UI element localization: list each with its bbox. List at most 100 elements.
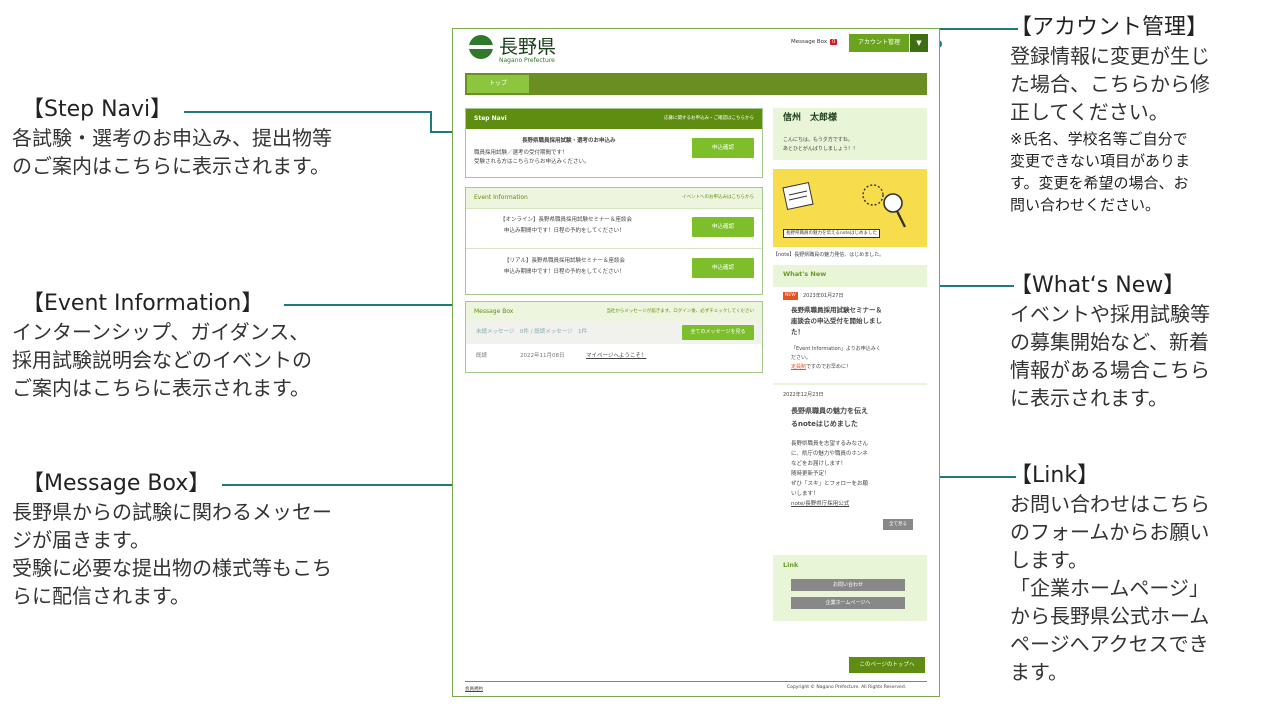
annotation-heading: 【Event Information】 — [22, 291, 264, 316]
news-title: 座談会の申込受付を開始しまし — [791, 317, 882, 325]
news-date: 2022年12月23日 — [783, 392, 824, 398]
panel-title: Event Information — [474, 194, 528, 201]
news-body: ぜひ「スキ」とフォローをお願 — [791, 481, 869, 487]
annotation-heading: 【Link】 — [1010, 463, 1100, 488]
annotation-text: 長野県からの試験に関わるメッセー — [12, 500, 332, 524]
news-body-text: ですのでお早めに！ — [806, 364, 852, 370]
banner-caption: 【note】長野県職員の魅力発信、はじめました。 — [773, 252, 885, 258]
contact-button[interactable]: お問い合わせ — [791, 579, 905, 591]
step-item-text: 職員採用試験／選考の受付期間です！ — [474, 150, 568, 156]
leader-line — [938, 28, 1018, 30]
annotation-text: ます。 — [1010, 660, 1068, 684]
note-link[interactable]: note/長野県庁採用公式 — [791, 501, 850, 507]
step-item-text: 受験される方はこちらからお申込みください。 — [474, 159, 590, 165]
message-counts-row: 未読メッセージ 0件 / 既読メッセージ 1件 全てのメッセージを見る — [466, 322, 762, 344]
annotation-text: 受験に必要な提出物の様式等もこち — [12, 556, 332, 580]
message-counts: 未読メッセージ 0件 / 既読メッセージ 1件 — [476, 329, 588, 335]
link-panel: Link お問い合わせ 企業ホームページへ — [773, 555, 927, 621]
annotation-text: 正してください。 — [1010, 100, 1169, 124]
news-item[interactable]: NEW 2023年01月27日 長野県職員採用試験セミナー＆ 座談会の申込受付を… — [773, 287, 927, 383]
site-logo[interactable]: 長野県 Nagano Prefecture — [469, 35, 557, 64]
tab-top[interactable]: トップ — [467, 75, 529, 93]
annotation-text: ページへアクセスでき — [1010, 632, 1209, 656]
event-apply-button[interactable]: 申込確認 — [692, 217, 754, 237]
annotation-text: 情報がある場合こちら — [1010, 358, 1210, 382]
leader-line — [222, 484, 464, 486]
step-apply-button[interactable]: 申込確認 — [692, 138, 754, 158]
newspaper-magnifier-icon — [782, 181, 907, 228]
annotation-text: 「企業ホームページ」 — [1010, 576, 1209, 600]
panel-subtitle: イベントへのお申込みはこちらから — [682, 195, 754, 200]
account-management-button[interactable]: アカウント管理 — [849, 34, 909, 52]
message-box-label: Message Box — [791, 39, 828, 45]
whats-new-panel: What's New NEW 2023年01月27日 長野県職員採用試験セミナー… — [773, 265, 927, 547]
event-desc: 申込み期間中です！日程の予約をしてください！ — [504, 269, 625, 275]
panel-header: Event Information イベントへのお申込みはこちらから — [466, 188, 762, 209]
news-body: などをお届けします！ — [791, 461, 847, 467]
annotation-text: お問い合わせはこちら — [1010, 492, 1210, 516]
panel-subtitle: 当社からメッセージが届きます。ログイン後、必ずチェックしてください — [606, 309, 754, 314]
copyright: Copyright © Nagano Prefecture. All Right… — [787, 685, 907, 690]
homepage-button[interactable]: 企業ホームページへ — [791, 597, 905, 609]
chevron-down-icon[interactable]: ▼ — [910, 34, 928, 52]
banner-label: 長野県職員の魅力を伝えるnoteはじめました — [783, 229, 881, 238]
news-body: 「Event Information」よりお申込みく — [791, 346, 881, 352]
news-item[interactable]: 2022年12月23日 長野県職員の魅力を伝え るnoteはじめました 長野県職… — [773, 385, 927, 547]
news-body: 随時更新予定！ — [791, 471, 830, 477]
message-count-badge: 0 — [830, 39, 838, 45]
annotation-note: ※氏名、学校名等ご自分で — [1010, 130, 1188, 148]
annotation-text: に表示されます。 — [1010, 386, 1168, 410]
note-banner[interactable]: 長野県職員の魅力を伝えるnoteはじめました — [773, 169, 927, 247]
user-greeting: あとひとがんばりしましょう！！ — [783, 146, 858, 152]
news-title: るnoteはじめました — [791, 420, 858, 428]
event-info-annotation: 【Event Information】 インターンシップ、ガイダンス、 採用試験… — [12, 290, 442, 402]
annotation-heading: 【Step Navi】 — [22, 97, 173, 122]
leader-line — [284, 304, 456, 306]
message-box-panel: Message Box 当社からメッセージが届きます。ログイン後、必ずチェックし… — [465, 301, 763, 373]
leader-line — [184, 111, 432, 113]
annotation-text: 採用試験説明会などのイベントの — [12, 348, 312, 372]
annotation-text: します。 — [1010, 548, 1088, 572]
logo-subtitle: Nagano Prefecture — [499, 57, 555, 64]
panel-header: Message Box 当社からメッセージが届きます。ログイン後、必ずチェックし… — [466, 302, 762, 323]
annotation-text: のご案内はこちらに表示されます。 — [12, 154, 330, 178]
annotation-text: から長野県公式ホーム — [1010, 604, 1210, 628]
prefecture-emblem-icon — [469, 35, 493, 59]
annotation-heading: 【アカウント管理】 — [1010, 15, 1209, 40]
panel-subtitle: 応募に関するお申込み・ご確認はこちらから — [664, 116, 754, 121]
annotation-note: 変更できない項目がありま — [1010, 152, 1191, 170]
message-date: 2022年11月08日 — [520, 353, 565, 359]
news-title: 長野県職員採用試験セミナー＆ — [791, 306, 882, 314]
panel-title: Message Box — [474, 308, 514, 315]
panel-title: Step Navi — [474, 115, 507, 122]
back-to-top-button[interactable]: このページのトップへ — [849, 657, 925, 673]
event-desc: 申込み期間中です！日程の予約をしてください！ — [504, 228, 625, 234]
user-panel: 信州 太郎様 こんにちは。もう夕方ですね。 あとひとがんばりしましょう！！ — [773, 108, 927, 160]
account-annotation: 【アカウント管理】 登録情報に変更が生じ た場合、こちらから修 正してください。… — [1010, 14, 1278, 216]
footer-divider — [465, 681, 927, 682]
message-subject-link[interactable]: マイページへようこそ！ — [586, 353, 647, 359]
news-title: た！ — [791, 328, 804, 336]
logo-title: 長野県 — [499, 36, 557, 58]
message-box-annotation: 【Message Box】 長野県からの試験に関わるメッセー ジが届きます。 受… — [12, 470, 452, 610]
view-all-button[interactable]: 全て見る — [883, 519, 913, 530]
news-body: 長野県職員を志望するみなさん — [791, 441, 869, 447]
annotation-text: た場合、こちらから修 — [1010, 72, 1210, 96]
annotation-text: イベントや採用試験等 — [1010, 302, 1210, 326]
news-body-line: 定員制ですのでお早めに！ — [791, 363, 851, 372]
event-apply-button[interactable]: 申込確認 — [692, 258, 754, 278]
link-annotation: 【Link】 お問い合わせはこちら のフォームからお願い します。 「企業ホーム… — [1010, 462, 1278, 686]
event-title: 【リアル】長野県職員採用試験セミナー＆座談会 — [504, 258, 625, 264]
step-navi-annotation: 【Step Navi】 各試験・選考のお申込み、提出物等 のご案内はこちらに表示… — [12, 96, 442, 180]
all-messages-button[interactable]: 全てのメッセージを見る — [682, 325, 754, 340]
footer-terms-link[interactable]: 会員規約 — [465, 687, 483, 692]
news-body: いします！ — [791, 491, 819, 497]
annotation-text: ご案内はこちらに表示されます。 — [12, 376, 310, 400]
news-accent-text: 定員制 — [791, 364, 807, 370]
event-title: 【オンライン】長野県職員採用試験セミナー＆座談会 — [500, 217, 633, 223]
annotation-note: す。変更を希望の場合、お — [1010, 174, 1189, 192]
panel-header: Step Navi 応募に関するお申込み・ご確認はこちらから — [466, 109, 762, 129]
whats-new-annotation: 【What‘s New】 イベントや採用試験等 の募集開始など、新着 情報がある… — [1010, 272, 1278, 412]
annotation-text: ジが届きます。 — [12, 528, 150, 552]
